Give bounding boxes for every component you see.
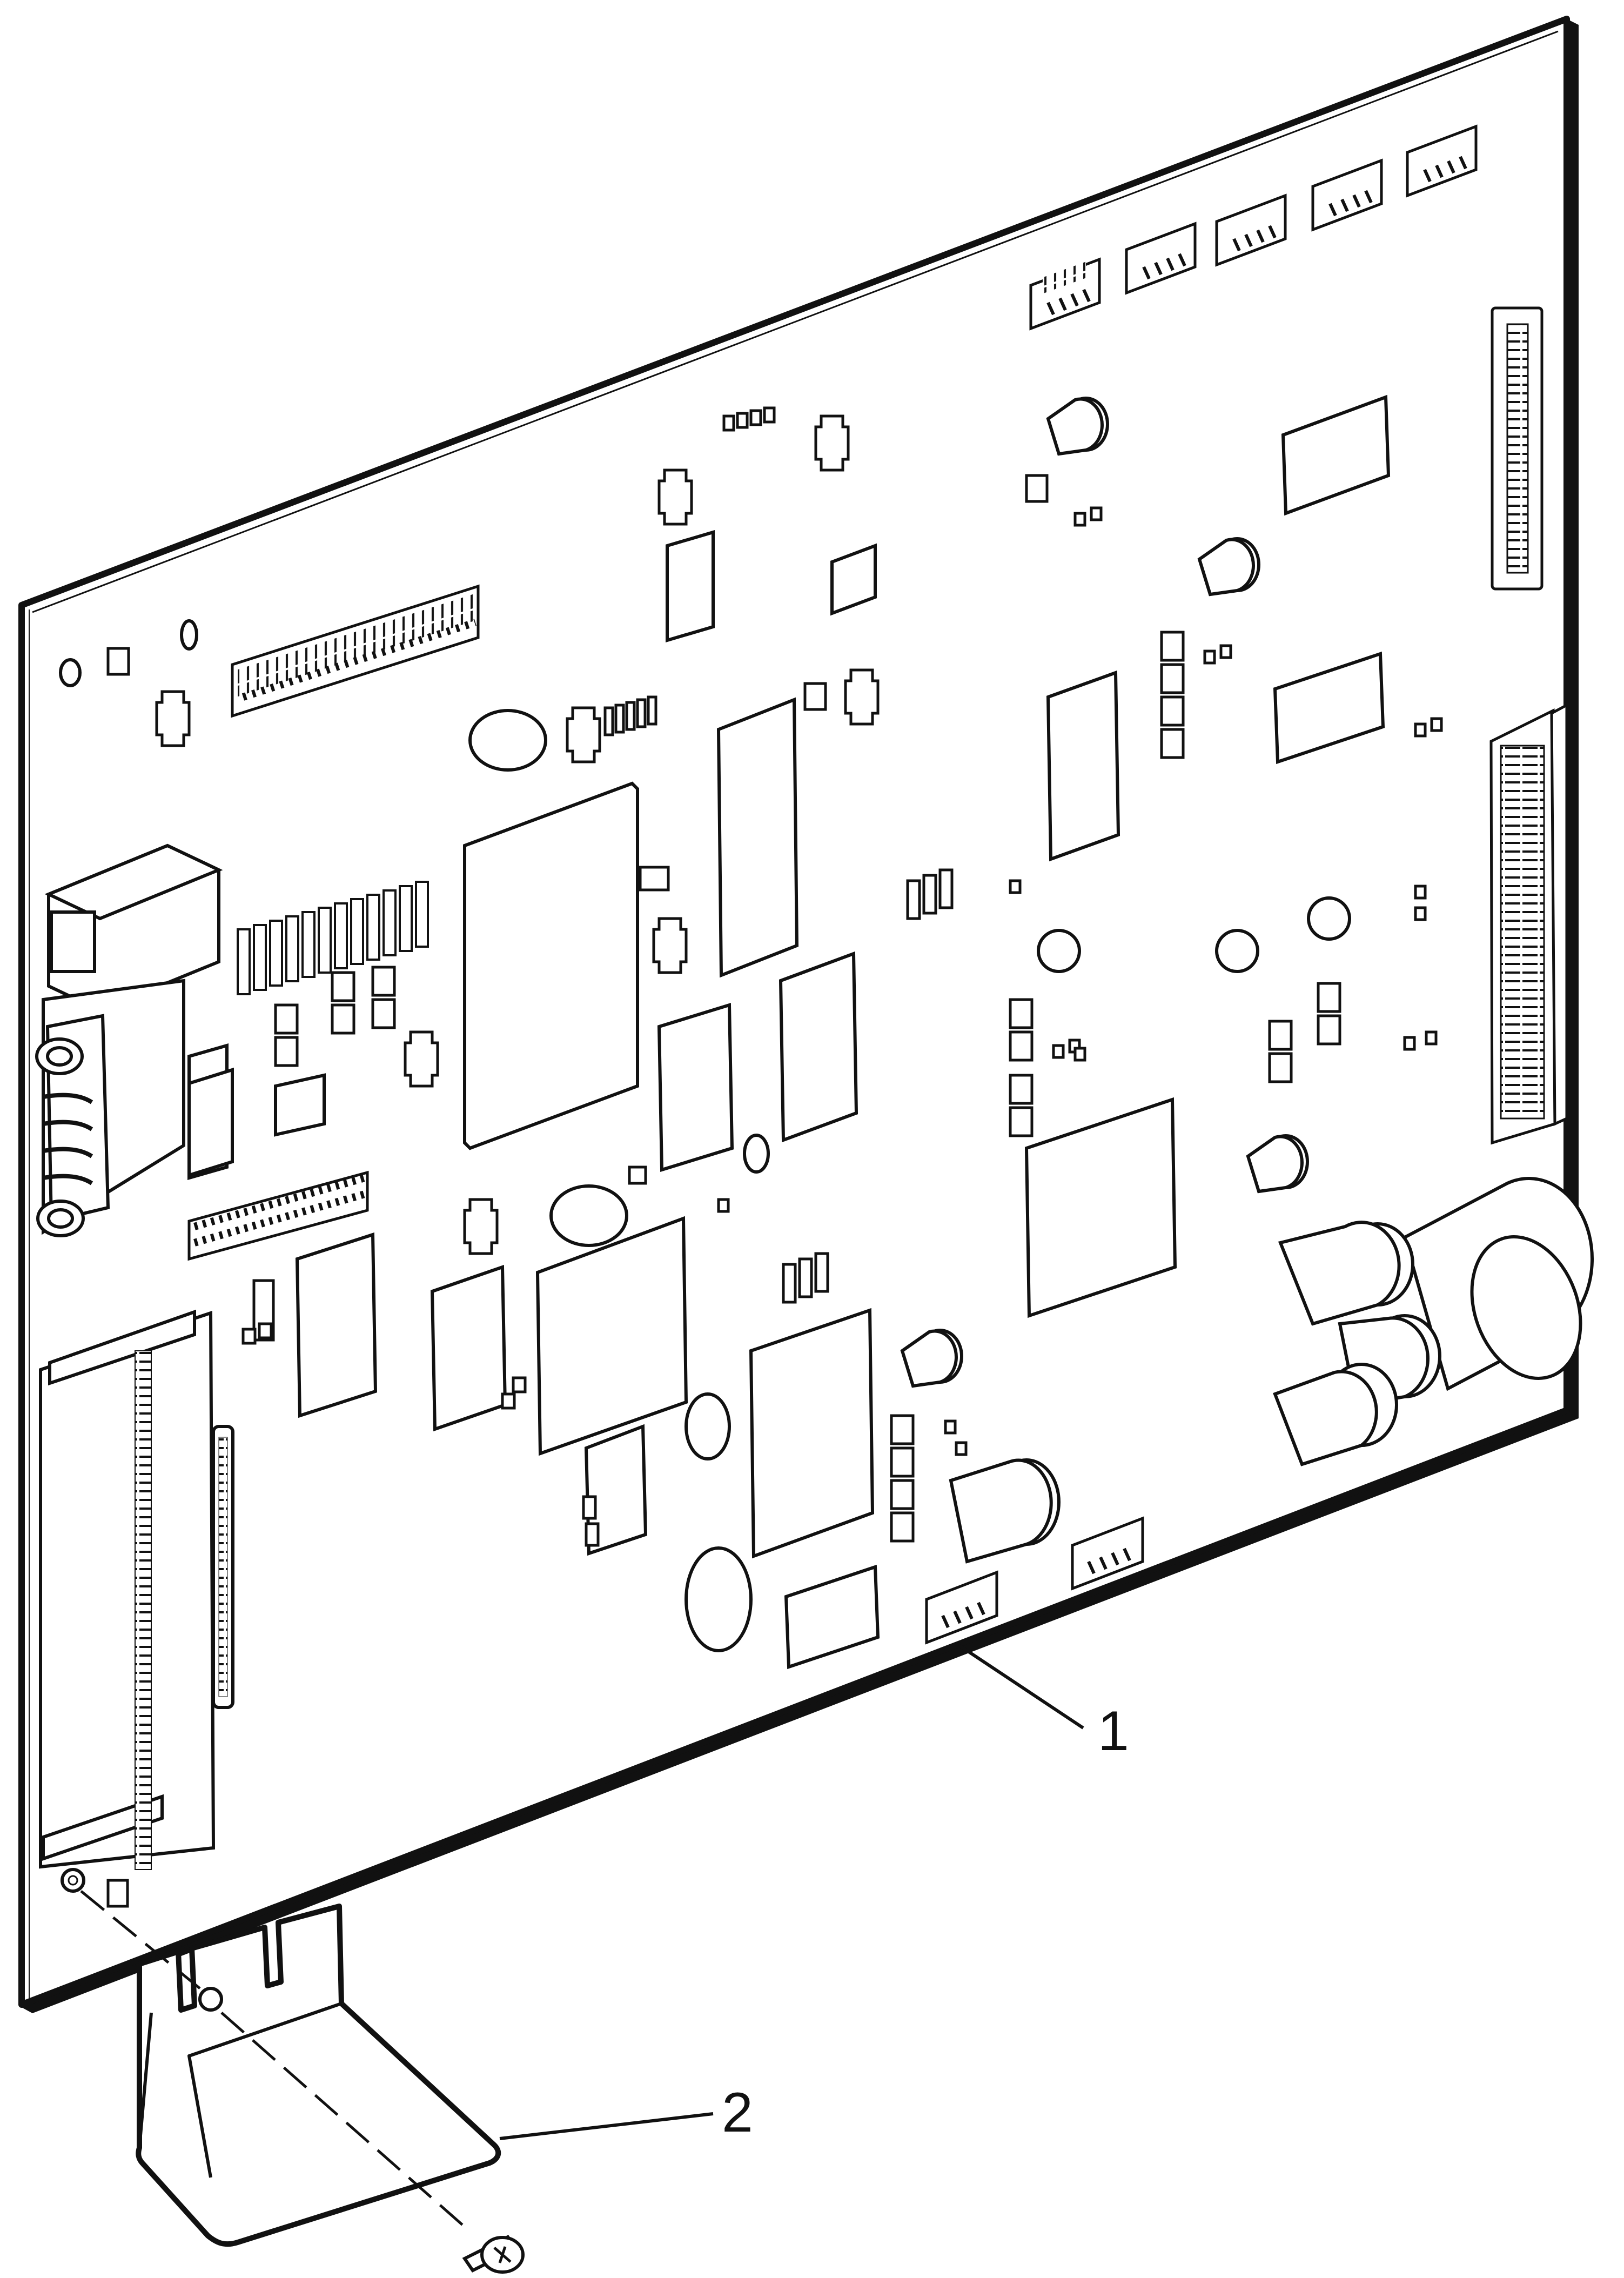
screw (462, 2235, 525, 2274)
memory-card-slot (39, 1309, 234, 1870)
bottom-connectors (925, 1516, 1144, 1645)
connector-j1 (1029, 257, 1101, 331)
connector-j5 (1406, 124, 1478, 198)
callout-label-1: 1 (1098, 1700, 1129, 1763)
capacitor-c3 (1273, 1363, 1398, 1466)
capacitor-large (1402, 1177, 1594, 1391)
assembly-path (80, 1890, 471, 2233)
smd-components (106, 406, 1443, 1908)
mounting-bracket (136, 1904, 501, 2247)
pin-headers (187, 584, 480, 1261)
leader-line-2 (499, 2112, 714, 2140)
regulators (155, 414, 880, 1255)
capacitors (59, 397, 1594, 1652)
integrated-circuits (187, 394, 1391, 1670)
connector-j3 (1215, 193, 1287, 267)
top-connectors (1029, 124, 1478, 331)
capacitor-c1 (1278, 1221, 1414, 1326)
right-edge-connectors (1489, 306, 1568, 1145)
capacitor-c4 (949, 1458, 1061, 1564)
callout-label-2: 2 (722, 2081, 753, 2144)
leader-line-1 (958, 1644, 1084, 1730)
connector-j2 (1125, 222, 1197, 295)
connector-j4 (1311, 158, 1383, 232)
